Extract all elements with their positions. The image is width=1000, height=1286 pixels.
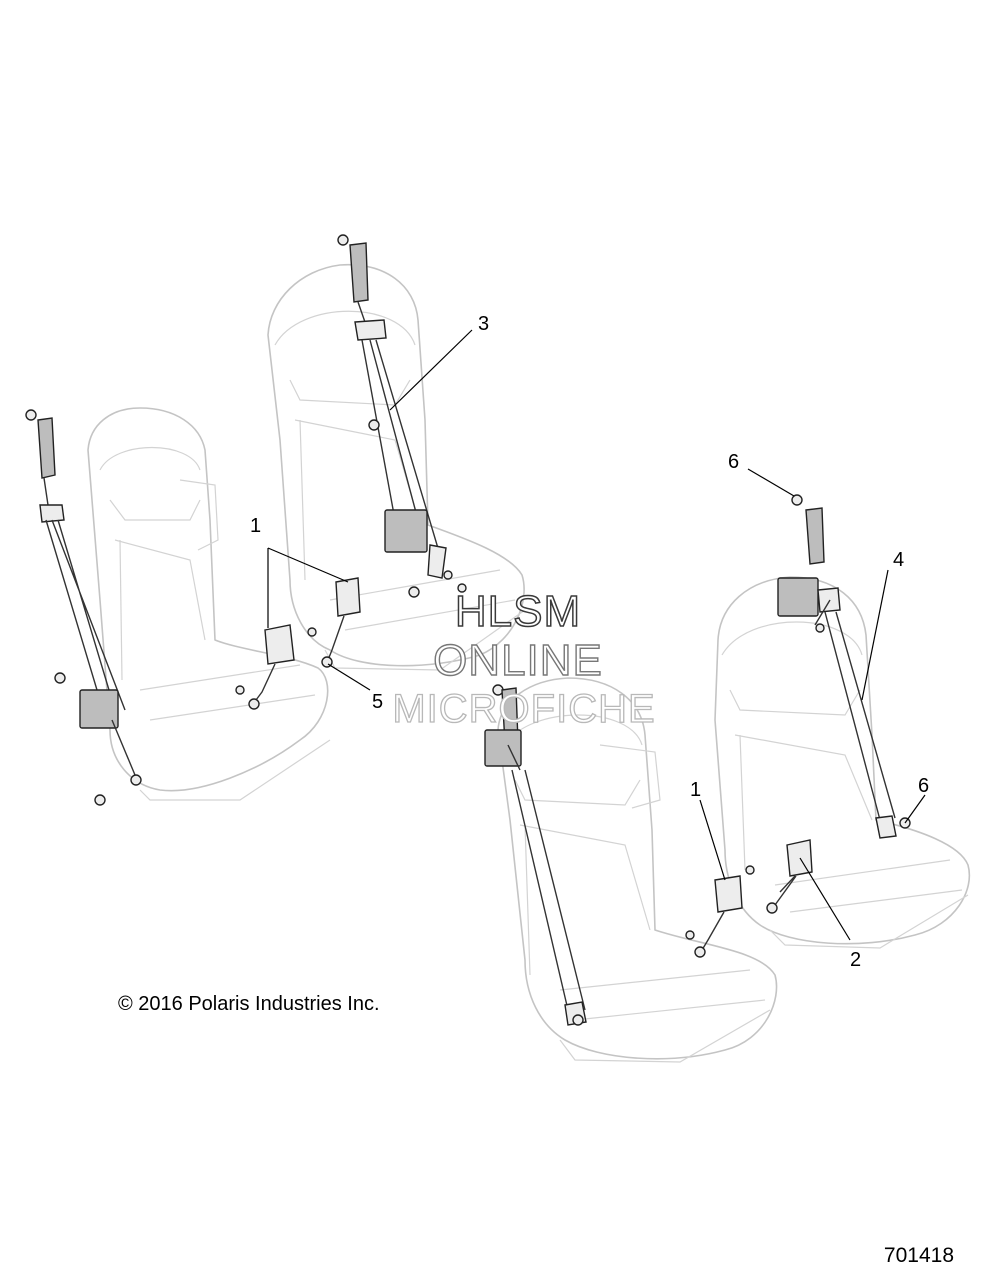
belt-assembly-right bbox=[777, 494, 911, 839]
figure-number: 701418 bbox=[884, 1244, 954, 1267]
watermark-line-1: HLSM bbox=[455, 587, 581, 636]
buckle-left-pair bbox=[235, 577, 361, 710]
seat-left bbox=[87, 407, 331, 801]
callout-6-right: 6 bbox=[918, 775, 929, 797]
callout-6-top: 6 bbox=[728, 451, 739, 473]
belt-assembly-center bbox=[484, 684, 587, 1026]
callout-4: 4 bbox=[893, 549, 904, 571]
watermark-line-3: MICROFICHE bbox=[392, 687, 655, 731]
belt-assembly-rear-left bbox=[337, 234, 467, 598]
callout-5: 5 bbox=[372, 691, 383, 713]
buckle-right-pair bbox=[685, 839, 813, 958]
callout-2: 2 bbox=[850, 949, 861, 971]
copyright-notice: © 2016 Polaris Industries Inc. bbox=[118, 993, 380, 1015]
seat-front-center bbox=[497, 677, 778, 1063]
leader-lines bbox=[267, 329, 926, 941]
seat-rear-right bbox=[714, 576, 971, 949]
callout-3: 3 bbox=[478, 313, 489, 335]
callout-1-right: 1 bbox=[690, 779, 701, 801]
watermark-line-2: ONLINE bbox=[433, 636, 603, 685]
belt-assembly-left bbox=[25, 409, 142, 806]
callout-1-left: 1 bbox=[250, 515, 261, 537]
